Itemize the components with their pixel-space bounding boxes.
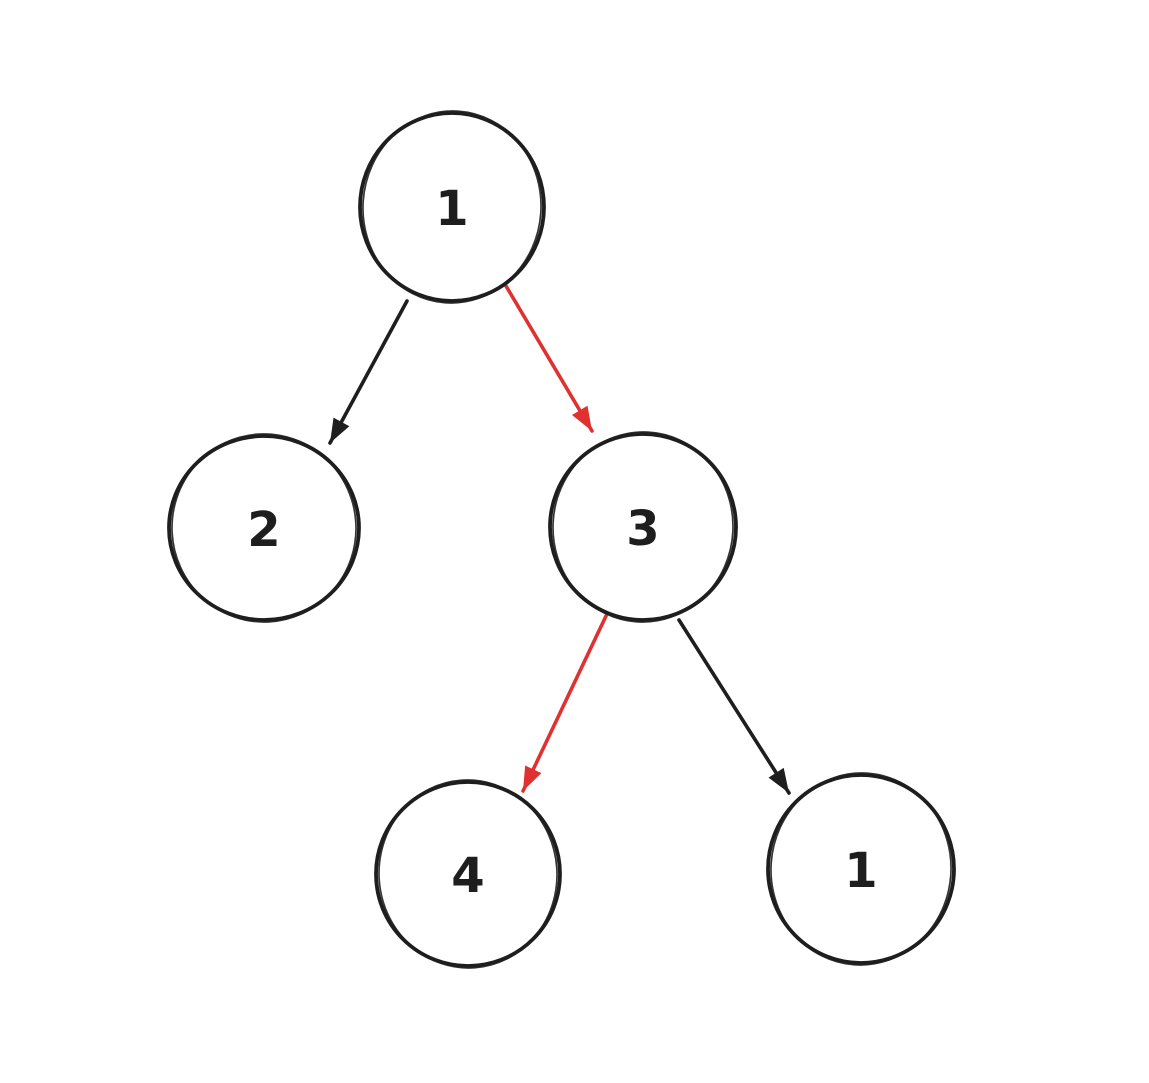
node-circle bbox=[358, 111, 546, 303]
tree-node-root: 1 bbox=[358, 110, 546, 304]
node-circle bbox=[766, 773, 956, 965]
edge-arrow bbox=[328, 299, 409, 445]
tree-node-right-right-leaf: 1 bbox=[766, 772, 956, 966]
node-circle bbox=[167, 434, 361, 622]
node-label: 1 bbox=[435, 181, 468, 237]
edge-arrow bbox=[521, 614, 608, 793]
node-circle-sketch-stroke bbox=[378, 779, 558, 969]
tree-node-right-left-leaf: 4 bbox=[374, 779, 562, 969]
edge-root-to-right-highlighted bbox=[504, 284, 594, 433]
node-circle bbox=[374, 780, 562, 968]
edge-right-to-right-leaf bbox=[677, 618, 791, 795]
tree-node-left: 2 bbox=[167, 433, 361, 623]
edge-arrow bbox=[504, 284, 594, 433]
node-circle bbox=[548, 432, 738, 622]
node-label: 3 bbox=[626, 501, 659, 557]
tree-node-right: 3 bbox=[548, 431, 738, 623]
node-circle-sketch-stroke bbox=[552, 431, 734, 623]
edge-right-to-left-leaf-highlighted bbox=[521, 614, 608, 793]
edge-arrow bbox=[677, 618, 791, 795]
edge-root-to-left bbox=[328, 299, 409, 445]
node-label: 1 bbox=[844, 843, 877, 899]
node-circle-sketch-stroke bbox=[770, 772, 952, 966]
node-label: 2 bbox=[247, 502, 280, 558]
node-circle-sketch-stroke bbox=[362, 110, 542, 304]
node-label: 4 bbox=[451, 848, 484, 904]
node-circle-sketch-stroke bbox=[171, 433, 357, 623]
